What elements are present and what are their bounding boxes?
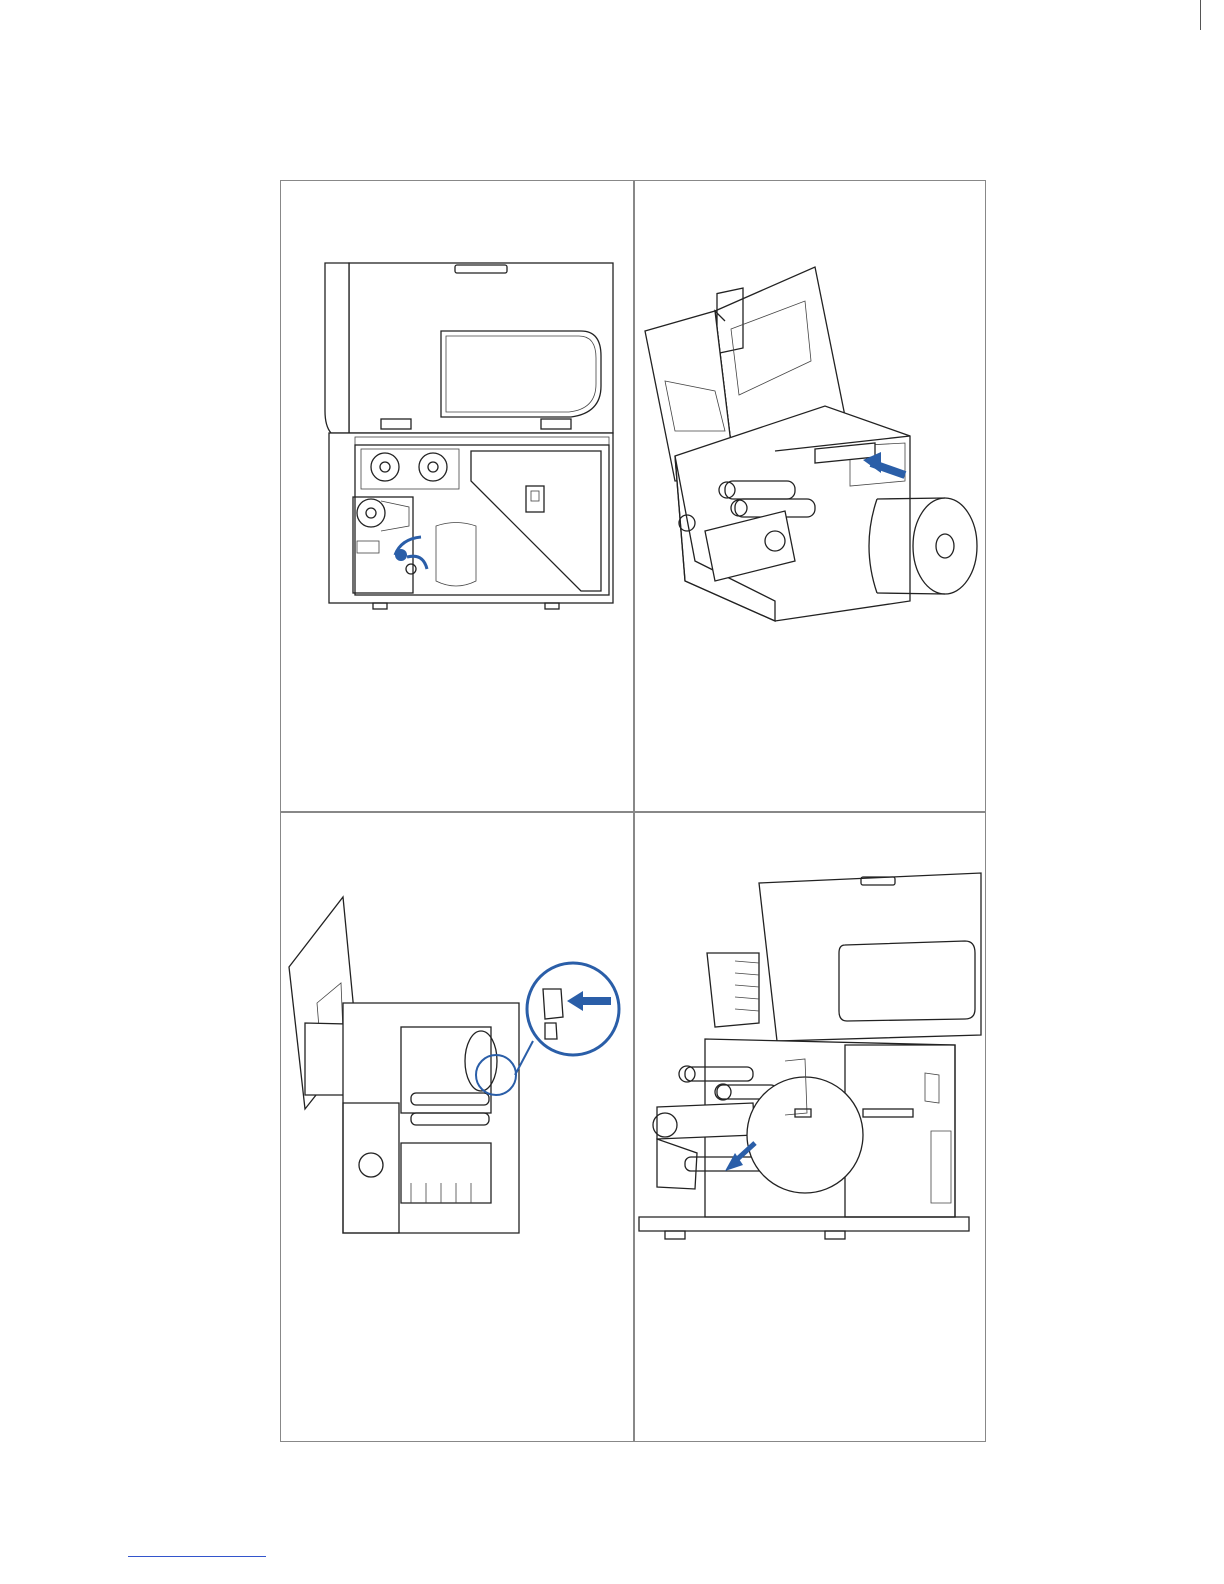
printer-load-media-roll-icon	[635, 181, 985, 811]
figure-cell-2	[635, 181, 985, 811]
figure-cell-3	[281, 813, 633, 1441]
top-margin-mark	[1200, 0, 1201, 30]
figure-cell-1	[281, 181, 633, 811]
illustration-grid	[280, 180, 986, 1442]
printer-open-front-view-icon	[281, 181, 633, 811]
printer-media-path-side-view-icon	[635, 813, 985, 1441]
figure-cell-4	[635, 813, 985, 1441]
printer-media-guide-detail-icon	[281, 813, 633, 1441]
footer-link-underline[interactable]	[128, 1556, 266, 1557]
